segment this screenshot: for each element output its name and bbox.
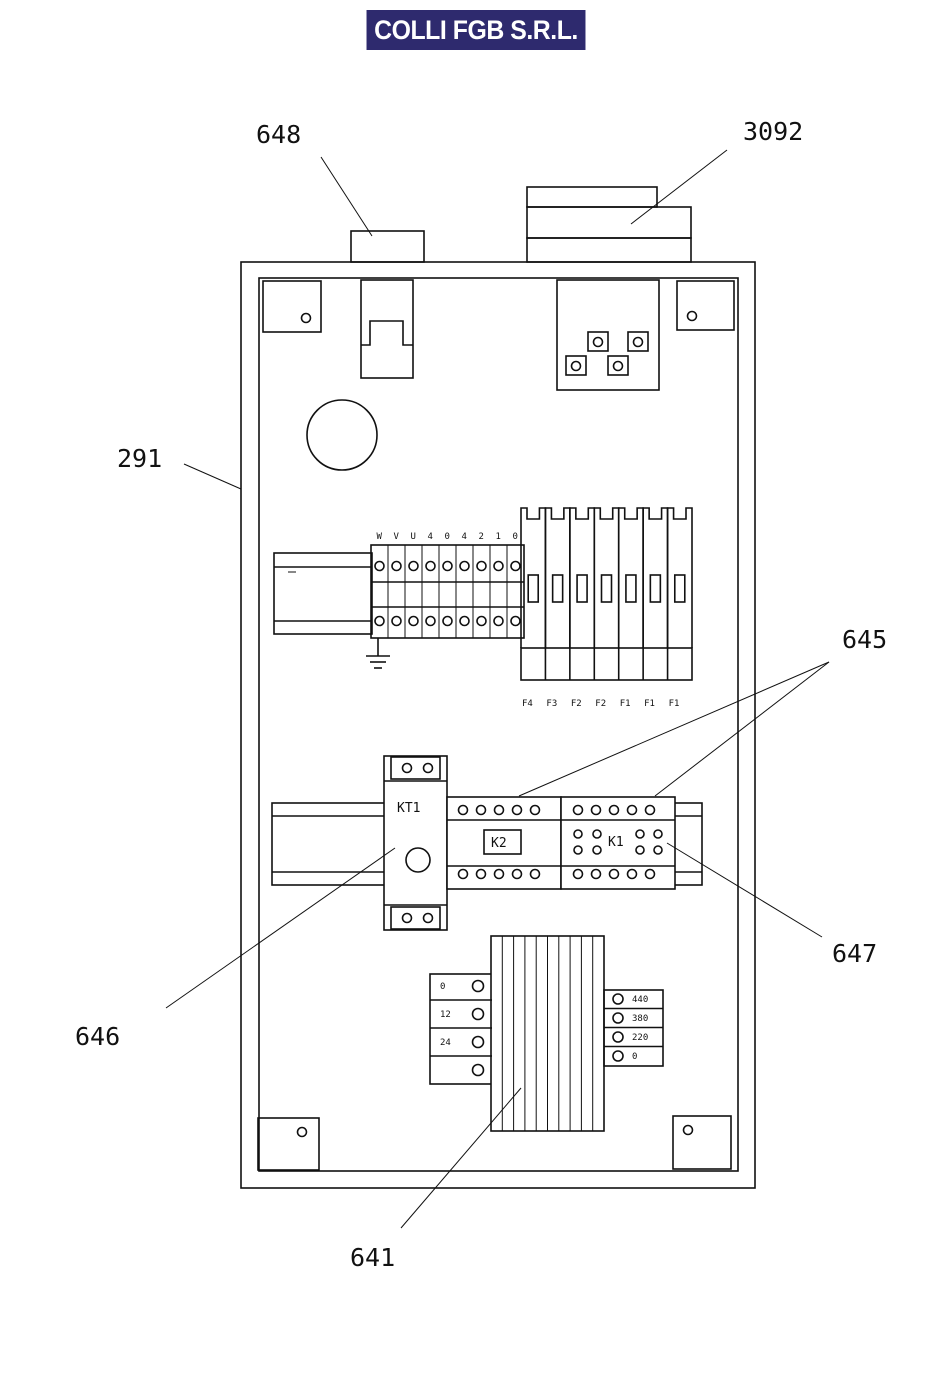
din-rail-upper: [274, 553, 372, 634]
connector-3092-inner: [557, 280, 659, 390]
ground-symbol: [366, 638, 390, 668]
primary-tap-label: 220: [632, 1033, 648, 1043]
fuse-label: F2: [595, 699, 606, 709]
secondary-tap-label: 24: [440, 1038, 451, 1048]
terminal-label: 2: [479, 532, 484, 542]
connector-648-inner: [361, 280, 413, 378]
contactor-k1: K1: [561, 797, 675, 889]
transformer-641: 0 12 24 440 380 220 0: [430, 936, 663, 1131]
fuse-label: F3: [546, 699, 557, 709]
callout-647: 647: [832, 939, 877, 968]
terminal-label: 0: [445, 532, 450, 542]
timer-kt1: KT1: [384, 756, 447, 930]
fuse-holder: [643, 508, 667, 648]
primary-tap-label: 380: [632, 1014, 648, 1024]
k1-label: K1: [608, 835, 624, 850]
contactor-k2: K2: [447, 797, 561, 889]
fuse-label: F2: [571, 699, 582, 709]
fuse-label: F1: [620, 699, 631, 709]
connector-3092: [527, 187, 691, 262]
fuse-holder: [594, 508, 618, 648]
terminal-label: 0: [513, 532, 518, 542]
callout-645: 645: [842, 625, 887, 654]
terminal-label: U: [411, 532, 416, 542]
fuse-label: F1: [669, 699, 680, 709]
terminal-label: 4: [428, 532, 433, 542]
terminal-label: V: [394, 532, 400, 542]
callout-646: 646: [75, 1022, 120, 1051]
callout-labels: 648 3092 291 645 647 646 641: [75, 117, 887, 1272]
connector-648: [351, 231, 424, 262]
terminal-label: 4: [462, 532, 467, 542]
fuse-holder: [668, 508, 692, 648]
terminal-label: W: [377, 532, 383, 542]
callout-3092: 3092: [743, 117, 803, 146]
callout-291: 291: [117, 444, 162, 473]
fuse-holder: [545, 508, 569, 648]
k2-label: K2: [491, 836, 507, 851]
cable-gland: [307, 400, 377, 470]
fuse-label: F4: [522, 699, 533, 709]
fuse-holders: F4 F3 F2 F2 F1 F1 F1: [521, 508, 692, 709]
fuse-holder: [619, 508, 643, 648]
fuse-label: F1: [644, 699, 655, 709]
callout-648: 648: [256, 120, 301, 149]
timer-label: KT1: [397, 801, 420, 816]
fuse-holder: [570, 508, 594, 648]
terminal-label: 1: [496, 532, 501, 542]
secondary-tap-label: 12: [440, 1010, 451, 1020]
primary-tap-label: 440: [632, 995, 648, 1005]
terminal-block: W V U 4 0 4 2 1 0: [371, 532, 524, 638]
secondary-tap-label: 0: [440, 982, 445, 992]
callout-641: 641: [350, 1243, 395, 1272]
primary-tap-label: 0: [632, 1052, 637, 1062]
